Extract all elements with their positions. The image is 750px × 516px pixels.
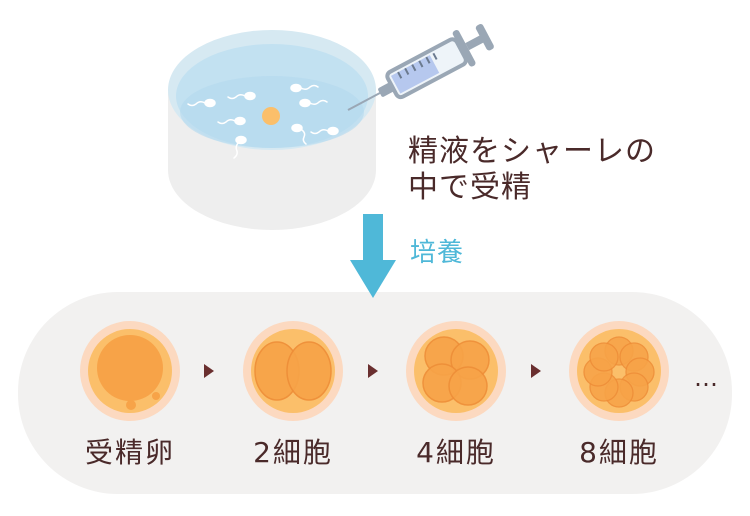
polar-body: [126, 400, 136, 410]
stage-label-2-cell: 2細胞: [253, 436, 333, 469]
sperm: [217, 116, 246, 126]
petri-dish-icon: [168, 30, 376, 230]
dish-egg: [262, 107, 280, 125]
polar-body: [152, 392, 160, 400]
continuation-ellipsis: …: [694, 364, 718, 392]
stage-label-4-cell: 4細胞: [416, 436, 496, 469]
stage-8-cell: [569, 321, 669, 421]
next-arrow-icon: [204, 364, 214, 378]
stage-2-cell: [243, 321, 343, 421]
sperm: [299, 98, 328, 108]
blastomere: [589, 342, 619, 372]
blastomere: [448, 366, 488, 406]
fertilization-caption: 精液をシャーレの 中で受精: [408, 134, 656, 206]
stage-label-8-cell: 8細胞: [579, 436, 659, 469]
sperm: [291, 123, 307, 145]
sperm: [233, 135, 247, 159]
stage-label-zygote: 受精卵: [84, 436, 175, 469]
next-arrow-icon: [368, 364, 378, 378]
zygote-cell: [97, 335, 163, 401]
sperm: [187, 98, 216, 108]
caption-line-2: 中で受精: [408, 170, 532, 205]
sperm: [310, 126, 339, 136]
sperm: [290, 83, 319, 93]
stage-zygote: [80, 321, 180, 421]
stages-panel: [18, 292, 732, 494]
caption-line-1: 精液をシャーレの: [408, 134, 656, 169]
down-arrow-icon: [350, 214, 396, 298]
next-arrow-icon: [531, 364, 541, 378]
culture-label: 培養: [410, 238, 465, 268]
stage-4-cell: [406, 321, 506, 421]
sperm-group: [187, 83, 339, 159]
blastomere: [286, 341, 332, 401]
sperm: [227, 91, 256, 101]
syringe-icon: [347, 24, 494, 111]
